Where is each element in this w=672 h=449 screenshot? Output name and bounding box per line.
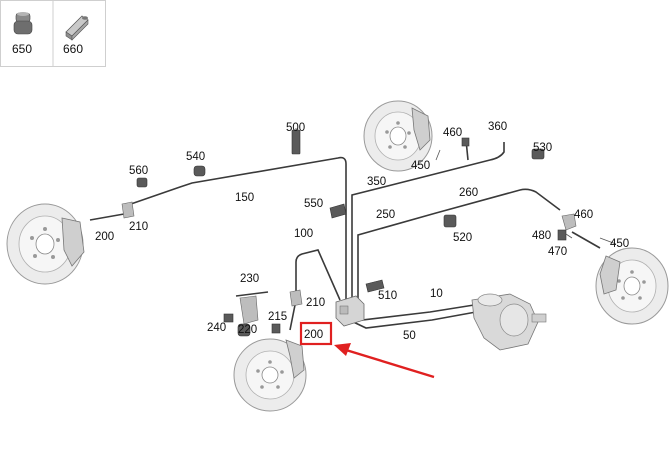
small-parts	[121, 129, 577, 337]
part-label-220: 220	[238, 324, 257, 336]
part-label-150: 150	[235, 192, 254, 204]
highlight-box	[299, 321, 333, 346]
part-label-200: 200	[95, 231, 114, 243]
part-label-215: 215	[268, 311, 287, 323]
part-label-360: 360	[488, 121, 507, 133]
thumbnail-label-660: 660	[63, 42, 83, 56]
highlight-arrow-head	[334, 343, 351, 356]
part-label-460: 460	[443, 127, 462, 139]
brake-disc-rear-left	[233, 338, 307, 412]
part-label-540: 540	[186, 151, 205, 163]
part-label-510: 510	[378, 290, 397, 302]
part-label-550: 550	[304, 198, 323, 210]
part-label-210: 210	[129, 221, 148, 233]
part-labels: 500 540 560 150 210 200 460 360 530 450 …	[95, 121, 629, 342]
part-label-350: 350	[367, 176, 386, 188]
brake-disc-front-left	[6, 203, 85, 285]
hex-fitting-icon	[65, 15, 89, 41]
rubber-cap-icon	[13, 12, 33, 35]
thumbnail-panel: 650 660	[0, 0, 106, 67]
part-label-450: 450	[411, 160, 430, 172]
part-label-480: 480	[532, 230, 551, 242]
highlight-arrow-shaft	[345, 348, 435, 379]
part-label-10: 10	[430, 288, 443, 300]
part-label-240: 240	[207, 322, 226, 334]
part-label-100: 100	[294, 228, 313, 240]
part-label-230: 230	[240, 273, 259, 285]
part-label-260: 260	[459, 187, 478, 199]
brake-pipes	[89, 139, 601, 331]
part-label-520: 520	[453, 232, 472, 244]
part-label-50: 50	[403, 330, 416, 342]
brake-master-cylinder	[471, 293, 547, 351]
part-label-530: 530	[533, 142, 552, 154]
part-label-560: 560	[129, 165, 148, 177]
thumbnail-label-650: 650	[12, 42, 32, 56]
part-label-500: 500	[286, 122, 305, 134]
part-label-470: 470	[548, 246, 567, 258]
brake-disc-front-right	[363, 100, 433, 172]
highlighted-part-label-200: 200	[304, 329, 323, 341]
highlight-callout: 200	[299, 321, 435, 379]
brake-disc-rear-right	[595, 247, 669, 325]
hydraulic-unit	[335, 295, 365, 327]
part-label-460: 460	[574, 209, 593, 221]
callout-leaders	[295, 128, 617, 245]
part-label-210: 210	[306, 297, 325, 309]
part-label-450: 450	[610, 238, 629, 250]
part-label-250: 250	[376, 209, 395, 221]
